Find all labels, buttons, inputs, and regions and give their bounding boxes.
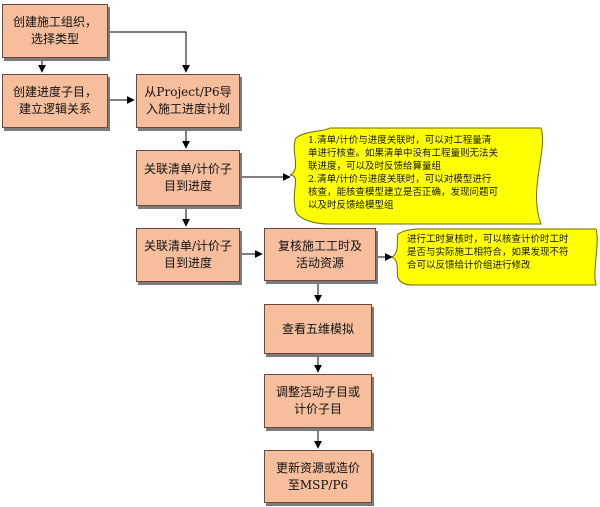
note-2-shape — [391, 228, 598, 286]
node-view-5d-simulation: 查看五维模拟 — [264, 304, 372, 354]
note-hours-check: 进行工时复核时，可以核查计价时工时 是否与实际施工相符合，如果发现不符 合可以反… — [407, 234, 569, 271]
node-adjust-activity-items: 调整活动子目或 计价子目 — [264, 374, 372, 428]
node-import-schedule-plan: 从Project/P6导 入施工进度计划 — [136, 74, 240, 128]
node-review-hours-resources: 复核施工工时及 活动资源 — [264, 228, 376, 281]
node-link-boq-to-schedule-1: 关联清单/计价子 目到进度 — [136, 150, 240, 206]
node-update-to-msp-p6: 更新资源或造价 至MSP/P6 — [264, 450, 372, 503]
note-boq-check: 1.清单/计价与进度关联时，可以对工程量清 单进行核查。如果清单中没有工程量则无… — [308, 135, 499, 211]
node-create-construction-org: 创建施工组织， 选择类型 — [2, 4, 108, 58]
node-create-schedule-subitems: 创建进度子目， 建立逻辑关系 — [2, 74, 108, 128]
node-link-boq-to-schedule-2: 关联清单/计价子 目到进度 — [136, 228, 240, 282]
connector-org-to-import — [108, 31, 190, 73]
